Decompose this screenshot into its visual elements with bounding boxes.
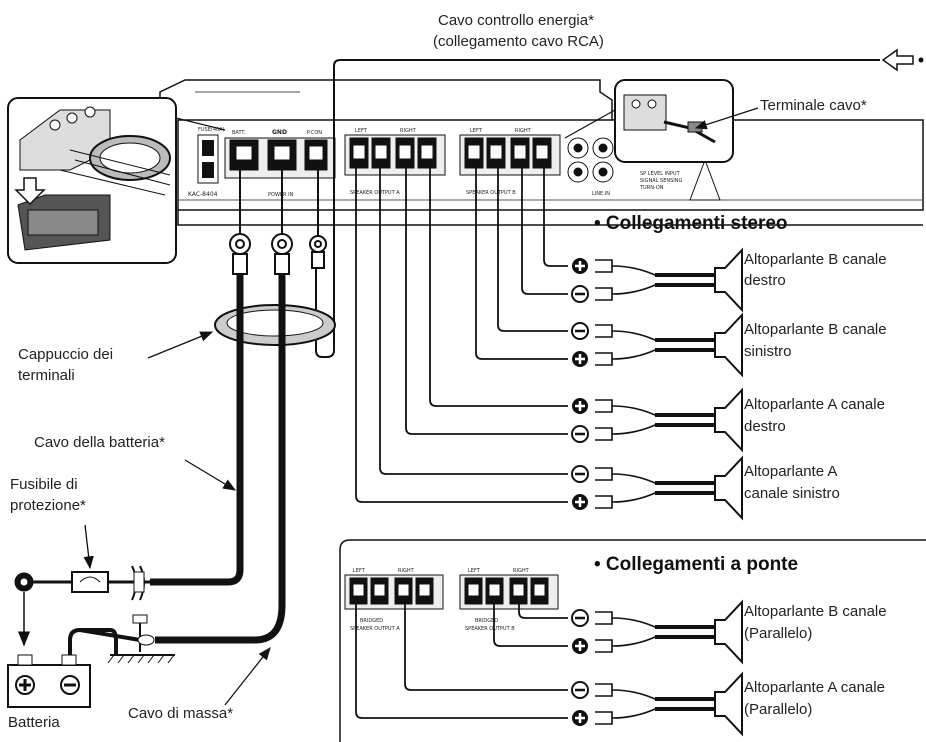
amp-sp-level-input: SP LEVEL INPUT [640, 171, 681, 177]
bridge-speaker-2-line1: Altoparlante A canale [744, 679, 885, 696]
arrow-left-outline-icon [881, 48, 924, 72]
amp-a-left-label: LEFT [355, 128, 368, 134]
bridge-section-frame [339, 539, 926, 742]
bridge-speaker-2-line2: (Parallelo) [744, 701, 813, 718]
amp-a-right-label: RIGHT [400, 128, 417, 134]
bridge-output-block-a [344, 574, 444, 610]
amp-line-in-label: LINE IN [592, 191, 610, 197]
bridge-b-bridged-label: BRIDGED [475, 618, 498, 624]
inset-cable-terminal [614, 79, 734, 163]
fuse-label-line1: Fusibile di [10, 476, 78, 493]
minus-terminal-icon [60, 675, 80, 695]
stereo-wiring [355, 168, 568, 503]
stereo-speaker-3 [571, 387, 743, 453]
bridge-speaker-1 [571, 599, 743, 665]
stereo-speaker-2 [571, 312, 743, 378]
amp-signal-sensing: SIGNAL SENSING [640, 178, 683, 184]
stereo-speaker-3-line2: destro [744, 418, 786, 435]
amp-speaker-output-b-label: SPEAKER OUTPUT B [466, 190, 516, 196]
stereo-speaker-2-line1: Altoparlante B canale [744, 321, 887, 338]
bridge-b-speaker-output-label: SPEAKER OUTPUT B [465, 626, 515, 632]
bridge-section-title: • Collegamenti a ponte [594, 554, 799, 575]
battery-label: Batteria [8, 714, 60, 731]
stereo-speaker-3-line1: Altoparlante A canale [744, 396, 885, 413]
amp-fuse-holder [197, 134, 219, 184]
speaker-output-block-a [344, 134, 446, 176]
amp-b-left-label: LEFT [470, 128, 483, 134]
power-terminals [224, 137, 336, 179]
amp-batt-label: BATT. [232, 130, 246, 136]
stereo-speaker-2-line2: sinistro [744, 343, 792, 360]
cable-terminal-label: Terminale cavo* [760, 97, 867, 114]
fuse-assembly [14, 565, 152, 647]
bridge-wiring [355, 604, 568, 719]
power-control-cable-label: Cavo controllo energia* [438, 12, 594, 29]
stereo-section-title: • Collegamenti stereo [594, 213, 788, 234]
battery-cable-label: Cavo della batteria* [34, 434, 165, 451]
stereo-speaker-4-line1: Altoparlante A [744, 463, 838, 480]
stereo-speaker-4 [571, 455, 743, 521]
bridge-speaker-1-line1: Altoparlante B canale [744, 603, 887, 620]
terminal-cap-label-line2: terminali [18, 367, 75, 384]
bridge-b-right-label: RIGHT [513, 568, 530, 574]
leader-arrows [83, 331, 271, 706]
ring-lugs [229, 170, 327, 275]
bridge-b-left-label: LEFT [468, 568, 481, 574]
power-control-cable [315, 59, 880, 358]
amp-power-in-label: POWER IN [268, 192, 294, 198]
amp-model-text: KAC-8404 [188, 191, 218, 198]
bridge-speaker-1-line2: (Parallelo) [744, 625, 813, 642]
amp-b-right-label: RIGHT [515, 128, 532, 134]
fuse-label-line2: protezione* [10, 497, 86, 514]
heavy-cables [150, 274, 286, 644]
stereo-speaker-1-line1: Altoparlante B canale [744, 251, 887, 268]
terminal-cap-label-line1: Cappuccio dei [18, 346, 114, 363]
amp-speaker-output-a-label: SPEAKER OUTPUT A [350, 190, 400, 196]
speaker-output-block-b [459, 134, 561, 176]
plus-terminal-icon [15, 675, 35, 695]
bridge-speaker-2 [571, 671, 743, 737]
ground-cable-label: Cavo di massa* [128, 705, 234, 722]
bridge-a-left-label: LEFT [353, 568, 366, 574]
amp-rem-label: P.CON [307, 130, 322, 136]
amp-turn-on: TURN-ON [639, 185, 664, 191]
bridge-a-bridged-label: BRIDGED [360, 618, 383, 624]
down-arrow-icon [14, 177, 46, 206]
rca-jacks [567, 137, 721, 201]
stereo-speaker-4-line2: canale sinistro [744, 485, 840, 502]
bridge-a-right-label: RIGHT [398, 568, 415, 574]
terminal-cap-ring [214, 304, 336, 346]
amp-fuse-label: FUSE(40A) [198, 127, 225, 133]
bridge-output-block-b [459, 574, 559, 610]
stereo-speaker-1 [571, 247, 743, 313]
inset-terminal-cap [7, 97, 177, 264]
stereo-speaker-1-line2: destro [744, 272, 786, 289]
ground-symbol-icon [107, 614, 175, 664]
battery-ground-wire [68, 628, 141, 655]
bridge-a-speaker-output-label: SPEAKER OUTPUT A [350, 626, 400, 632]
amp-gnd-label: GND [272, 129, 287, 136]
power-control-cable-note: (collegamento cavo RCA) [433, 33, 604, 50]
